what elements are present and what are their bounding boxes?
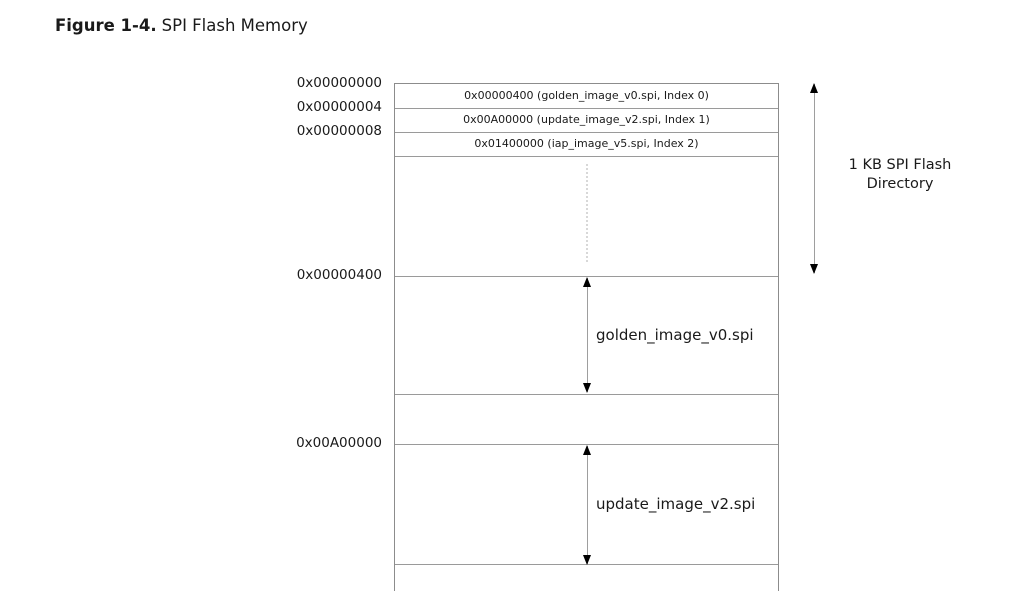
region-label-update-image: update_image_v2.spi: [596, 495, 756, 513]
figure-title-text: SPI Flash Memory: [161, 16, 308, 35]
size-arrow-flash-directory: [810, 83, 819, 274]
size-arrow-update-image: [583, 445, 592, 565]
memory-map-box: 0x00000400 (golden_image_v0.spi, Index 0…: [394, 83, 779, 591]
ellipsis-dotted-line: [586, 164, 588, 262]
address-label-0x00000000: 0x00000000: [296, 75, 382, 91]
boundary-line-golden-image-end: [395, 394, 778, 395]
directory-entry-1: 0x00A00000 (update_image_v2.spi, Index 1…: [463, 113, 710, 126]
directory-row-divider: [395, 132, 778, 133]
size-arrow-golden-image: [583, 277, 592, 393]
address-label-0x00000400: 0x00000400: [296, 267, 382, 283]
directory-entry-0: 0x00000400 (golden_image_v0.spi, Index 0…: [464, 89, 709, 102]
flash-directory-annotation: 1 KB SPI Flash Directory: [848, 157, 952, 192]
boundary-line-0x00000400: [395, 276, 778, 277]
figure-number: Figure 1-4.: [55, 16, 157, 35]
address-label-0x00A00000: 0x00A00000: [296, 435, 382, 451]
region-label-golden-image: golden_image_v0.spi: [596, 326, 754, 344]
directory-entry-2: 0x01400000 (iap_image_v5.spi, Index 2): [474, 137, 699, 150]
address-label-0x00000008: 0x00000008: [296, 123, 382, 139]
address-label-0x00000004: 0x00000004: [296, 99, 382, 115]
directory-row-divider: [395, 156, 778, 157]
directory-row-divider: [395, 108, 778, 109]
figure-caption: Figure 1-4.SPI Flash Memory: [55, 16, 308, 35]
boundary-line-0x00A00000: [395, 444, 778, 445]
